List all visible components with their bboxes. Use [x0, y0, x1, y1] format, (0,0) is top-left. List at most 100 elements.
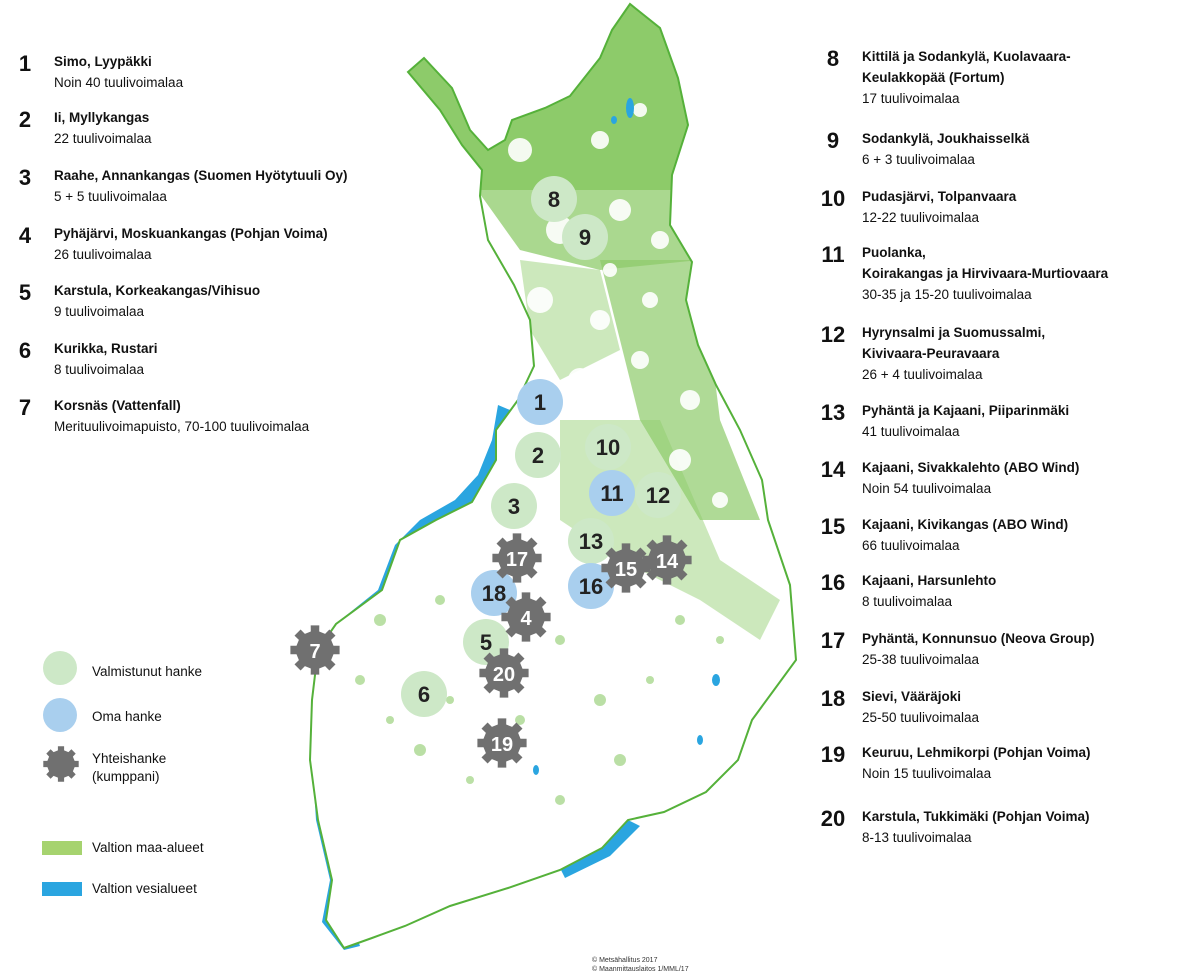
project-detail: 25-50 tuulivoimalaa — [862, 710, 980, 725]
completed-project-circle — [491, 483, 537, 529]
project-title: Ii, Myllykangas — [54, 110, 150, 125]
project-title: Hyrynsalmi ja Suomussalmi, — [862, 325, 1046, 340]
gear-icon — [642, 535, 692, 585]
project-detail: Noin 54 tuulivoimalaa — [862, 481, 992, 496]
project-title: Puolanka, — [862, 245, 926, 260]
map-marker-7[interactable]: 7 — [290, 625, 340, 675]
map-marker-12[interactable]: 12 — [635, 472, 681, 518]
completed-project-circle — [515, 432, 561, 478]
map-marker-19[interactable]: 19 — [477, 718, 527, 768]
map-marker-label: 11 — [600, 481, 623, 506]
completed-project-circle — [568, 518, 614, 564]
project-detail: Noin 15 tuulivoimalaa — [862, 766, 992, 781]
project-title: Simo, Lyypäkki — [54, 54, 152, 69]
map-marker-label: 13 — [579, 529, 603, 554]
legend-label-water: Valtion vesialueet — [92, 881, 197, 896]
gear-icon — [479, 648, 529, 698]
credit-metsahallitus: © Metsähallitus 2017 — [592, 957, 658, 964]
legend-label-joint-1: Yhteishanke — [92, 751, 167, 766]
map-marker-3[interactable]: 3 — [491, 483, 537, 529]
project-title: Pudasjärvi, Tolpanvaara — [862, 189, 1017, 204]
map-marker-10[interactable]: 10 — [585, 424, 631, 470]
project-title: Korsnäs (Vattenfall) — [54, 398, 181, 413]
project-number: 11 — [821, 242, 845, 267]
gear-icon — [290, 625, 340, 675]
project-number: 1 — [18, 51, 32, 76]
own-project-circle — [589, 470, 635, 516]
project-detail: Keulakkopää (Fortum) — [862, 70, 1005, 85]
map-marker-6[interactable]: 6 — [401, 671, 447, 717]
project-detail: 66 tuulivoimalaa — [862, 538, 960, 553]
legend-swatch-land — [42, 841, 82, 855]
legend-label-completed: Valmistunut hanke — [92, 664, 203, 679]
map-marker-label: 3 — [508, 494, 520, 519]
map-marker-13[interactable]: 13 — [568, 518, 614, 564]
project-detail: Koirakangas ja Hirvivaara-Murtiovaara — [862, 266, 1109, 281]
project-title: Sodankylä, Joukhaisselkä — [862, 131, 1030, 146]
map-marker-label: 16 — [579, 574, 603, 599]
map-marker-20[interactable]: 20 — [479, 648, 529, 698]
map-marker-18[interactable]: 18 — [471, 570, 517, 616]
map-marker-5[interactable]: 5 — [463, 619, 509, 665]
project-detail: 12-22 tuulivoimalaa — [862, 210, 980, 225]
project-detail: Merituulivoimapuisto, 70-100 tuulivoimal… — [54, 419, 310, 434]
map-marker-1[interactable]: 1 — [517, 379, 563, 425]
map-marker-8[interactable]: 8 — [531, 176, 577, 222]
map-marker-16[interactable]: 16 — [568, 563, 614, 609]
project-number: 5 — [18, 280, 32, 305]
map-marker-label: 10 — [596, 435, 620, 460]
map-marker-label: 1 — [534, 390, 546, 415]
completed-project-circle — [401, 671, 447, 717]
project-title: Pyhäntä, Konnunsuo (Neova Group) — [862, 631, 1095, 646]
project-title: Kittilä ja Sodankylä, Kuolavaara- — [862, 49, 1071, 64]
legend-label-land: Valtion maa-alueet — [92, 840, 204, 855]
project-detail: Kivivaara-Peuravaara — [862, 346, 1000, 361]
completed-project-circle — [531, 176, 577, 222]
legend-label-own: Oma hanke — [92, 709, 162, 724]
project-detail: 30-35 ja 15-20 tuulivoimalaa — [862, 287, 1032, 302]
project-title: Karstula, Korkeakangas/Vihisuo — [54, 283, 261, 298]
legend-swatch-completed — [42, 650, 78, 691]
project-title: Pyhäntä ja Kajaani, Piiparinmäki — [862, 403, 1070, 418]
project-number: 6 — [18, 338, 32, 363]
legend-swatch-own — [42, 697, 78, 738]
legend-swatch-joint — [42, 745, 80, 788]
project-detail: 41 tuulivoimalaa — [862, 424, 960, 439]
own-project-circle — [517, 379, 563, 425]
project-number: 16 — [820, 570, 846, 595]
map-marker-17[interactable]: 17 — [492, 533, 542, 583]
project-detail: 8 tuulivoimalaa — [54, 362, 145, 377]
completed-project-circle — [635, 472, 681, 518]
map-marker-label: 4 — [520, 608, 532, 630]
completed-project-circle — [562, 214, 608, 260]
project-title: Raahe, Annankangas (Suomen Hyötytuuli Oy… — [54, 168, 348, 183]
legend-label-joint-2: (kumppani) — [92, 769, 160, 784]
project-number: 14 — [820, 457, 846, 482]
project-number: 2 — [18, 107, 32, 132]
gear-icon — [601, 543, 651, 593]
map-marker-label: 8 — [548, 187, 560, 212]
map-marker-11[interactable]: 11 — [589, 470, 635, 516]
map-marker-label: 6 — [418, 682, 430, 707]
completed-project-circle — [463, 619, 509, 665]
map-marker-4[interactable]: 4 — [501, 592, 551, 642]
project-number: 9 — [826, 128, 840, 153]
map-marker-15[interactable]: 15 — [601, 543, 651, 593]
own-project-circle — [471, 570, 517, 616]
map-marker-label: 17 — [506, 549, 528, 571]
project-detail: 8 tuulivoimalaa — [862, 594, 953, 609]
project-title: Sievi, Vääräjoki — [862, 689, 962, 704]
map-marker-label: 19 — [491, 734, 513, 756]
map-marker-9[interactable]: 9 — [562, 214, 608, 260]
project-detail: 17 tuulivoimalaa — [862, 91, 960, 106]
project-detail: 26 tuulivoimalaa — [54, 247, 152, 262]
map-marker-2[interactable]: 2 — [515, 432, 561, 478]
map-marker-label: 5 — [480, 630, 492, 655]
map-marker-label: 12 — [646, 483, 670, 508]
map-marker-label: 7 — [309, 641, 320, 663]
project-number: 7 — [18, 395, 32, 420]
project-title: Kajaani, Kivikangas (ABO Wind) — [862, 517, 1069, 532]
project-title: Karstula, Tukkimäki (Pohjan Voima) — [862, 809, 1090, 824]
map-marker-14[interactable]: 14 — [642, 535, 692, 585]
